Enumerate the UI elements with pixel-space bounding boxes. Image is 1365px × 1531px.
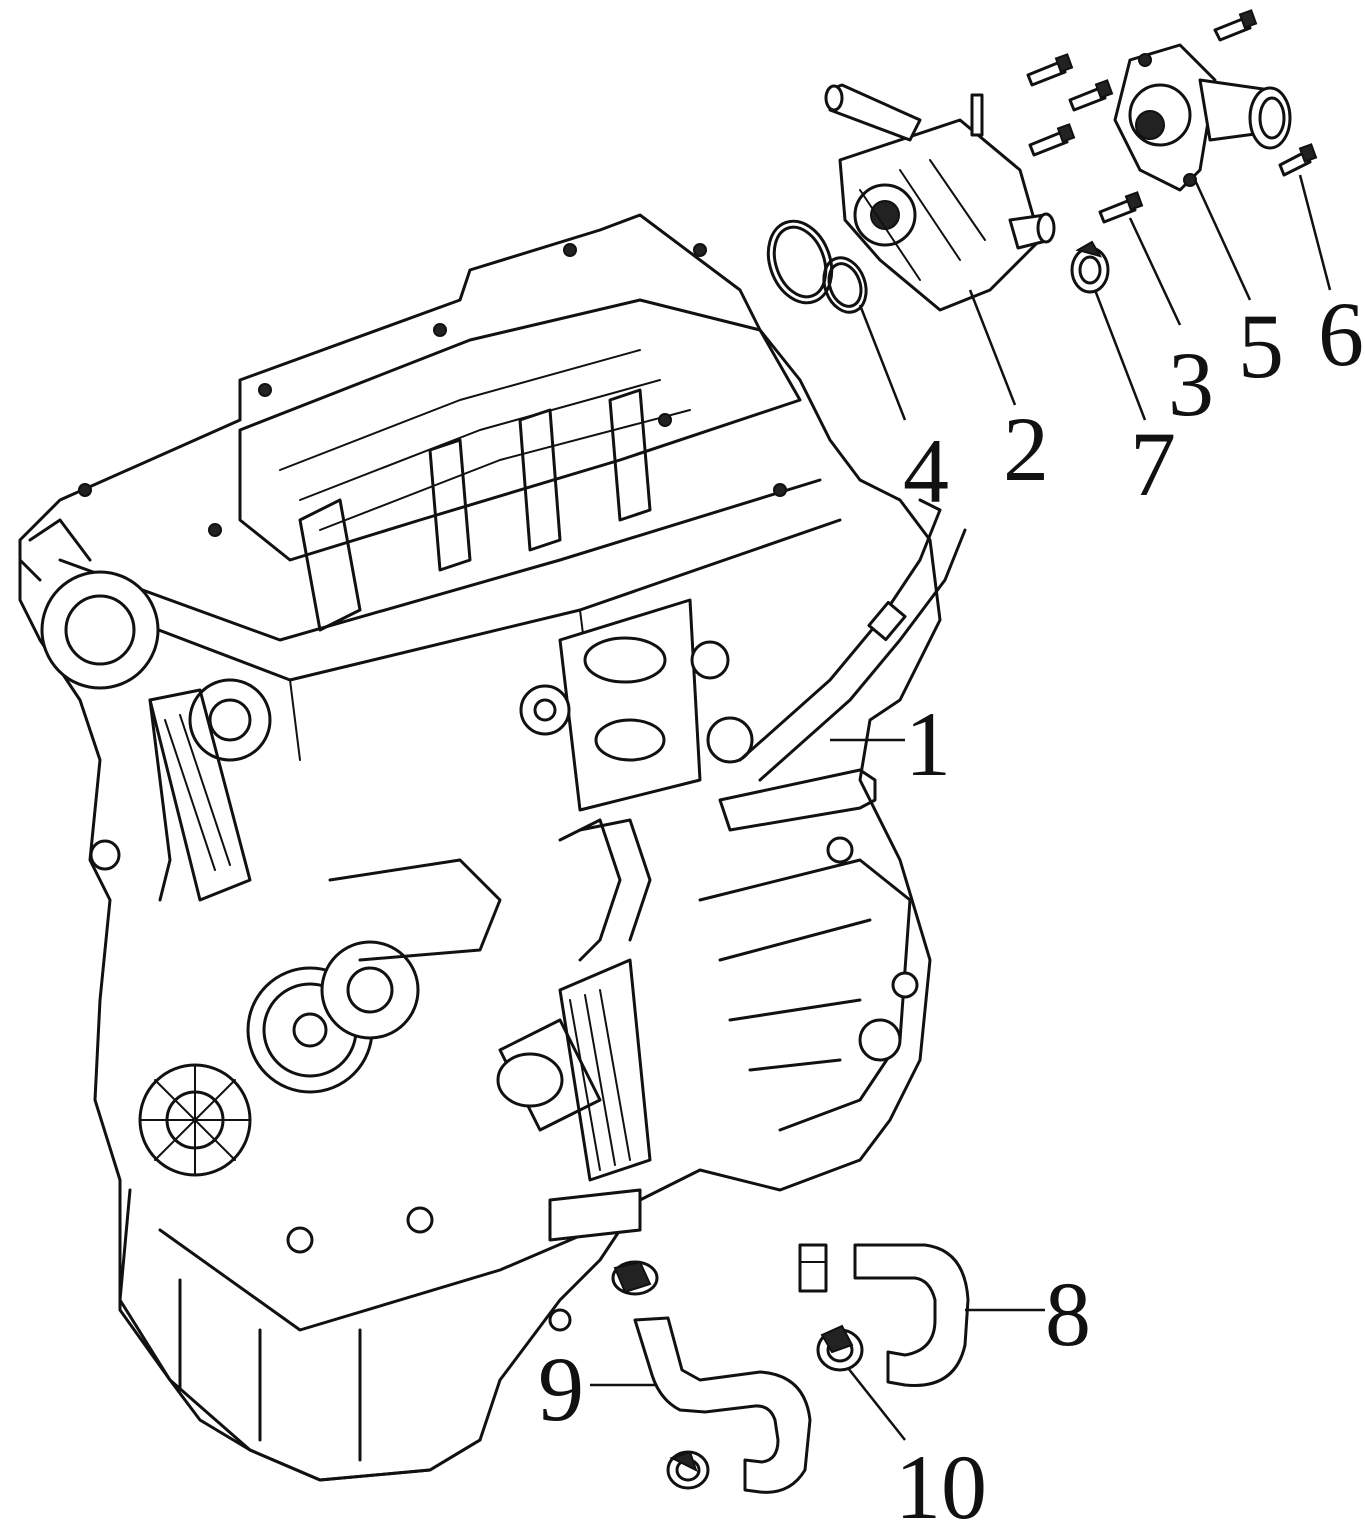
leader-10 bbox=[847, 1367, 906, 1441]
callout-7: 7 bbox=[1130, 413, 1176, 515]
housing-bolt bbox=[1098, 191, 1144, 224]
hose-clamp bbox=[611, 1260, 659, 1296]
callout-9: 9 bbox=[538, 1338, 584, 1440]
engine-assembly bbox=[18, 213, 967, 1482]
callout-5: 5 bbox=[1238, 295, 1284, 397]
callout-1: 1 bbox=[905, 693, 951, 795]
bolt bbox=[1213, 9, 1258, 42]
hose-clamp bbox=[1070, 240, 1110, 294]
hose-clamp-lower bbox=[816, 1324, 864, 1372]
bolt bbox=[1026, 53, 1074, 87]
hose-clamp bbox=[666, 1450, 710, 1490]
thermostat-outlet-cover bbox=[1113, 43, 1292, 192]
leader-6 bbox=[1298, 174, 1332, 291]
bolt bbox=[1068, 79, 1114, 112]
leader-3 bbox=[1128, 217, 1182, 326]
o-ring-seals bbox=[766, 219, 868, 314]
leader-7 bbox=[1093, 289, 1147, 421]
leader-5 bbox=[1193, 179, 1252, 301]
callout-3: 3 bbox=[1168, 333, 1214, 435]
bypass-hose bbox=[611, 1260, 812, 1494]
callout-8: 8 bbox=[1045, 1263, 1091, 1365]
callout-10: 10 bbox=[895, 1436, 987, 1531]
leader-4 bbox=[858, 304, 907, 421]
leader-lines bbox=[590, 174, 1332, 1441]
bolt bbox=[1028, 123, 1076, 157]
callout-6: 6 bbox=[1318, 283, 1364, 385]
callout-2: 2 bbox=[1003, 398, 1049, 500]
bolts bbox=[1026, 9, 1318, 224]
cover-bolt bbox=[1278, 143, 1318, 177]
callout-labels: 1 2 3 4 5 6 7 8 9 10 bbox=[538, 283, 1364, 1531]
coolant-hose bbox=[798, 1243, 970, 1387]
thermostat-housing bbox=[824, 83, 1056, 312]
leader-2 bbox=[968, 289, 1017, 406]
callout-4: 4 bbox=[903, 420, 949, 522]
